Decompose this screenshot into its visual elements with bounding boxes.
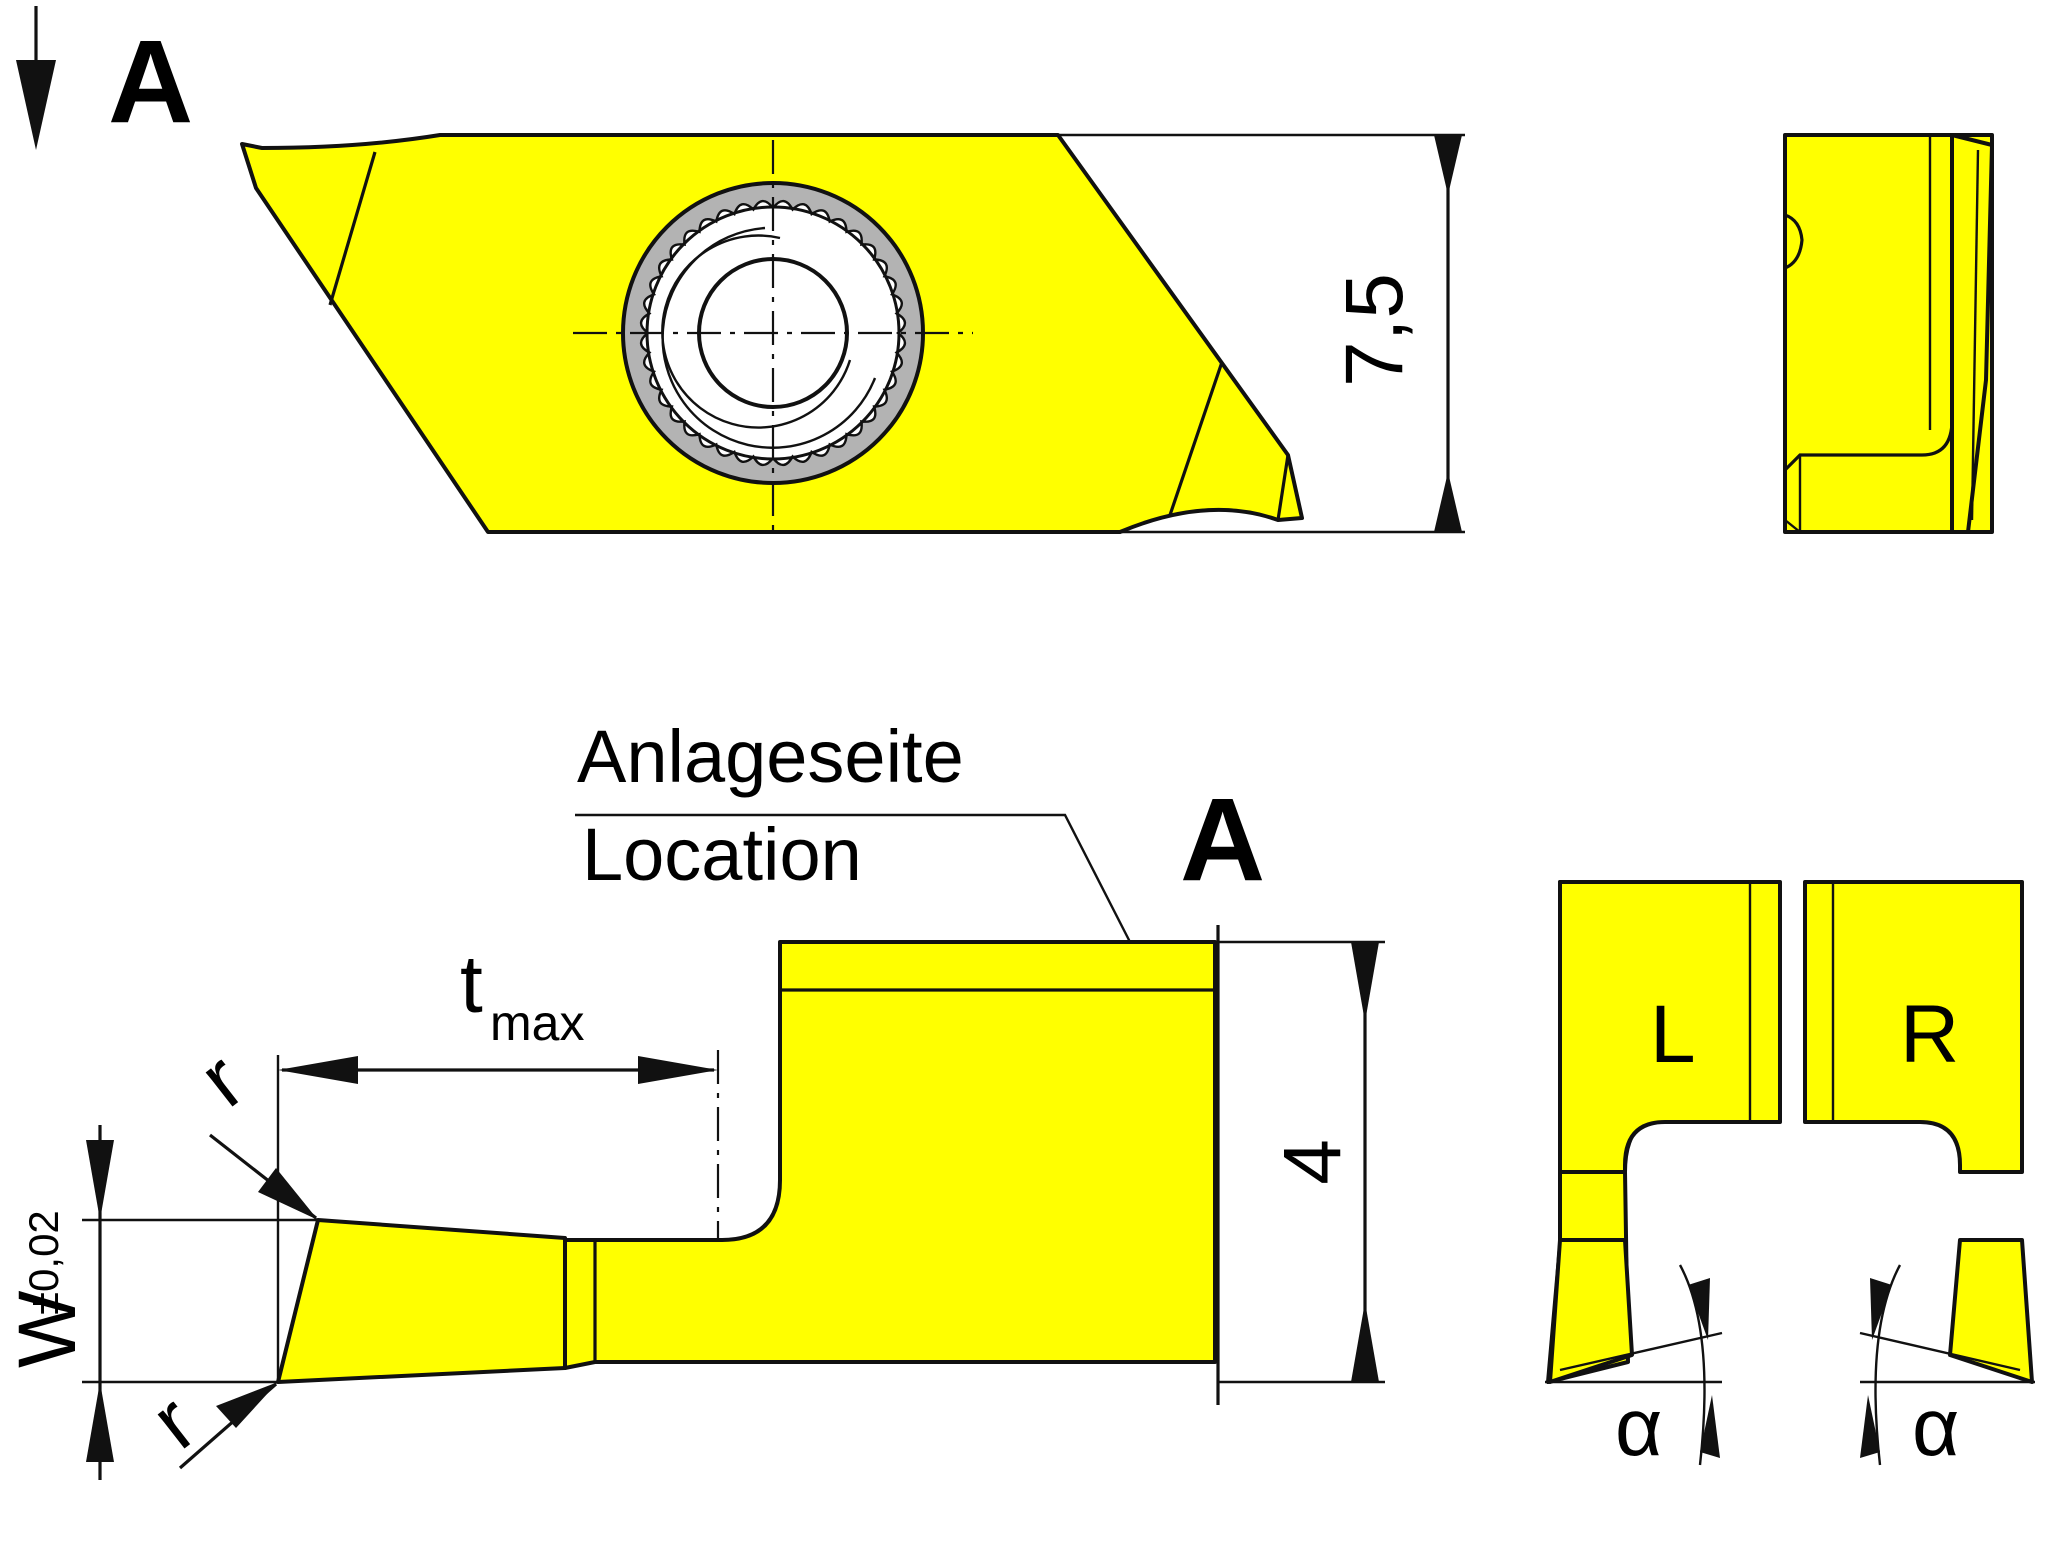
side-view	[1783, 133, 1994, 534]
insert-section-body	[563, 940, 1217, 1370]
lr-versions: L R α α	[1545, 880, 2035, 1473]
w-label: W	[2, 1290, 93, 1368]
width-dim-label: 4	[1267, 1139, 1358, 1185]
view-direction-arrow-icon	[16, 6, 56, 150]
right-hand-insert	[1803, 880, 2024, 1174]
top-view: A 7,5	[16, 6, 1465, 534]
radius-arrow-icon	[216, 1382, 278, 1428]
radius-label-bottom: r	[135, 1378, 213, 1467]
location-leader	[575, 813, 1132, 943]
cutting-tip	[276, 1218, 567, 1384]
radius-arrow-icon	[258, 1168, 318, 1220]
right-hand-label: R	[1900, 989, 1959, 1080]
location-label-en: Location	[582, 813, 862, 896]
tmax-label: t	[460, 939, 483, 1030]
top-facet-line	[1168, 361, 1224, 516]
height-dimension	[1058, 133, 1465, 534]
section-marker-a: A	[1180, 774, 1265, 906]
angle-left-annotation	[1545, 1264, 1723, 1466]
width-dimension	[1218, 940, 1385, 1384]
tmax-dimension	[276, 1055, 718, 1380]
angle-right-label: α	[1912, 1382, 1959, 1473]
view-marker-a: A	[108, 16, 193, 148]
tmax-subscript: max	[490, 995, 584, 1051]
w-dimension	[82, 1125, 318, 1480]
left-hand-label: L	[1650, 989, 1696, 1080]
height-dim-label: 7,5	[1329, 273, 1420, 387]
top-facet-line	[328, 151, 377, 306]
top-facet-line	[1276, 454, 1290, 521]
angle-left-label: α	[1615, 1382, 1662, 1473]
location-label-de: Anlageseite	[577, 715, 964, 798]
w-tolerance: ±0,02	[20, 1210, 67, 1315]
angle-right-annotation	[1859, 1264, 2035, 1466]
radius-label-top: r	[183, 1036, 261, 1125]
section-view: A Anlageseite Location t max	[2, 715, 1385, 1480]
side-view-body	[1783, 133, 1994, 534]
